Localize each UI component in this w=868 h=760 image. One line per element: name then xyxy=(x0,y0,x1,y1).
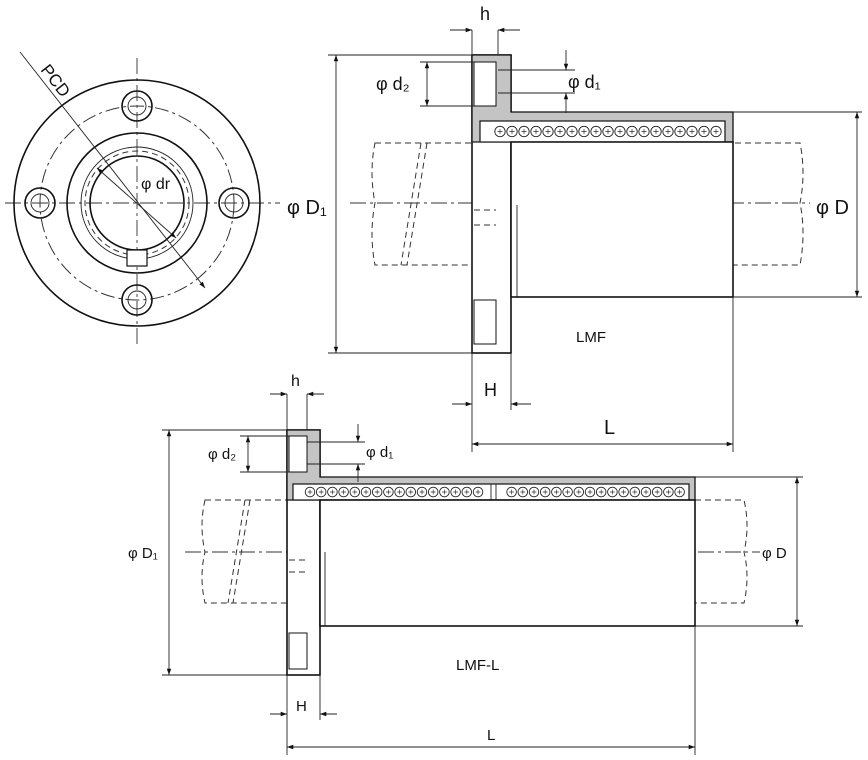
lmf-l-h-label: h xyxy=(291,373,300,390)
ball-mark xyxy=(629,128,635,135)
ball-mark xyxy=(654,489,660,495)
ball-mark xyxy=(598,489,604,495)
ball-mark xyxy=(475,489,481,495)
ball-mark xyxy=(677,128,683,135)
lmf-D-label: φ D xyxy=(816,197,849,219)
lmf-ball-row xyxy=(494,125,722,138)
lmf-H-label: H xyxy=(484,380,497,400)
ball-mark xyxy=(363,489,369,495)
lmf-counterbore-top xyxy=(473,61,497,107)
ball-mark xyxy=(641,128,647,135)
ball-mark xyxy=(318,489,324,495)
ball-mark xyxy=(557,128,563,135)
ball-mark xyxy=(509,128,515,135)
mounting-hole-left xyxy=(24,187,56,219)
lmf-l-counterbore-top xyxy=(288,435,308,473)
body-outer-circle xyxy=(66,132,208,274)
flange-outer-circle xyxy=(13,79,261,327)
ball-mark xyxy=(408,489,414,495)
ball-mark xyxy=(665,128,671,135)
ball-mark xyxy=(533,128,539,135)
lmf-h-label: h xyxy=(480,4,490,24)
ball-mark xyxy=(386,489,391,495)
ball-mark xyxy=(509,489,514,495)
lmf-l-H-label: H xyxy=(296,698,307,715)
lmf-l-shaft-break-1 xyxy=(227,499,246,604)
ball-mark xyxy=(610,489,615,495)
lmf-l-L-label: L xyxy=(487,727,495,744)
ball-mark xyxy=(576,489,582,495)
ball-mark xyxy=(453,489,458,495)
ball-mark xyxy=(554,489,559,495)
lmf-l-side-view: h φ d₂ φ d₁ φ D₁ φ D H L LMF-L xyxy=(128,373,803,755)
ball-mark xyxy=(531,489,537,495)
lmf-l-d1-label: φ d₁ xyxy=(366,444,393,461)
lmf-l-counterbore-bottom xyxy=(288,632,308,670)
ball-mark xyxy=(521,128,527,135)
lmf-l-caption: LMF-L xyxy=(456,657,499,674)
ball-mark xyxy=(397,489,402,495)
lmf-L-label: L xyxy=(604,417,615,439)
ball-mark xyxy=(430,489,436,495)
dr-dimension-line xyxy=(96,167,177,239)
ball-mark xyxy=(666,489,671,495)
pcd-circle xyxy=(39,105,235,301)
ball-mark xyxy=(464,489,470,495)
keyway-notch xyxy=(126,249,148,267)
ball-mark xyxy=(701,128,707,135)
lmf-caption: LMF xyxy=(576,329,606,346)
ball-mark xyxy=(545,128,551,135)
lmf-l-shaft-outline xyxy=(201,499,748,604)
lmf-shaft-break-2 xyxy=(406,142,428,266)
dr-label: φ dr xyxy=(141,176,171,193)
lmf-counterbore-bottom xyxy=(473,299,497,345)
lmf-body xyxy=(510,141,734,298)
ball-mark xyxy=(520,489,526,495)
ball-mark xyxy=(593,128,599,135)
mounting-hole-top xyxy=(121,90,153,122)
ball-mark xyxy=(677,489,682,495)
ball-mark xyxy=(307,489,313,495)
lmf-shaft-outline xyxy=(371,142,804,266)
lmf-l-ball-row xyxy=(304,486,685,498)
ball-mark xyxy=(330,489,335,495)
ball-mark xyxy=(542,489,548,495)
ball-mark xyxy=(581,128,587,135)
ball-mark xyxy=(497,128,503,135)
lmf-l-shaft-break-2 xyxy=(232,499,251,604)
ball-mark xyxy=(565,489,570,495)
ball-mark xyxy=(713,128,719,135)
ball-mark xyxy=(587,489,593,495)
lmf-d2-label: φ d₂ xyxy=(376,74,410,94)
ball-mark xyxy=(689,128,695,135)
lmf-l-D1-label: φ D₁ xyxy=(128,545,158,562)
ball-mark xyxy=(442,489,447,495)
ball-mark xyxy=(605,128,611,135)
ball-mark xyxy=(341,489,346,495)
lmf-d1-label: φ d₁ xyxy=(568,72,601,92)
lmf-l-D-label: φ D xyxy=(762,545,787,562)
ball-mark xyxy=(352,489,358,495)
ball-mark xyxy=(621,489,626,495)
lmf-l-body xyxy=(319,499,696,627)
lmf-l-d2-label: φ d₂ xyxy=(208,446,236,463)
ball-mark xyxy=(374,489,380,495)
mounting-hole-right xyxy=(218,187,250,219)
ball-mark xyxy=(643,489,649,495)
ball-mark xyxy=(617,128,623,135)
ball-mark xyxy=(569,128,575,135)
lmf-shaft-break-1 xyxy=(400,142,422,266)
ball-mark xyxy=(653,128,659,135)
lmf-D1-label: φ D₁ xyxy=(287,197,327,219)
mounting-hole-bottom xyxy=(121,284,153,316)
front-view: PCD φ dr xyxy=(5,51,280,348)
ball-mark xyxy=(632,489,638,495)
lmf-side-view: h φ d₂ φ d₁ φ D₁ φ D H L LMF xyxy=(287,4,862,452)
ball-mark xyxy=(419,489,425,495)
